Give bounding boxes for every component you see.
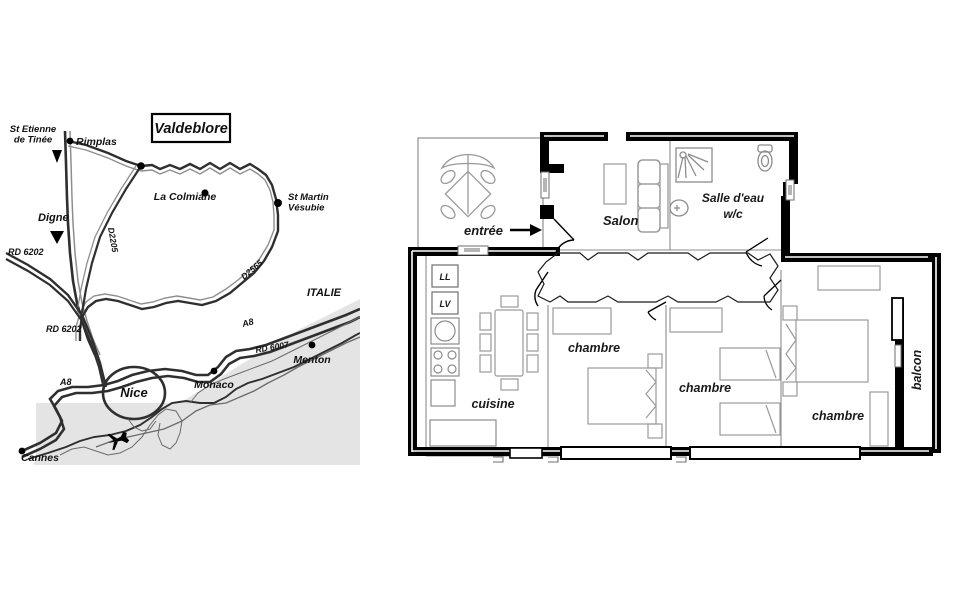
direction-arrow-icon <box>52 150 62 163</box>
room-label-chambre-3: chambre <box>812 409 864 423</box>
town-label-la-colmiane: La Colmiane <box>154 191 217 203</box>
shower-icon <box>675 147 713 183</box>
wall-windows <box>457 171 904 368</box>
hallway-outline <box>537 252 779 303</box>
dining-table-icon <box>479 295 539 391</box>
sofa-icon <box>637 159 669 233</box>
cooktop-icon <box>430 347 460 377</box>
access-map: Valdeblore St Etienne de Tinée Rimplas L… <box>0 103 360 465</box>
room-label-salle-eau-line1: Salle d'eau <box>702 191 765 205</box>
chambre1-furniture <box>552 307 663 439</box>
road-label-rd6202-upper: RD 6202 <box>8 247 44 257</box>
town-label-st-martin-line2: Vésubie <box>288 203 325 214</box>
kitchen-sink-icon <box>430 317 460 345</box>
town-label-st-etienne-line2: de Tinée <box>14 135 53 146</box>
road-label-d2565: D2565 <box>239 258 265 282</box>
airplane-icon <box>107 431 130 450</box>
map-roads <box>5 130 360 460</box>
entrance-marker: entrée <box>464 223 542 238</box>
road-label-rd6202-lower: RD 6202 <box>46 324 82 334</box>
chambre3-furniture <box>782 265 889 447</box>
town-label-rimplas: Rimplas <box>76 136 117 148</box>
parasol-table-icon <box>440 154 496 220</box>
door-swings <box>534 218 782 321</box>
road-label-a8-west: A8 <box>59 377 72 387</box>
entrance-arrow-icon <box>510 224 542 236</box>
road-label-d2205: D2205 <box>106 227 120 254</box>
direction-arrow-icon <box>50 231 64 244</box>
bottom-windows <box>493 446 861 463</box>
room-label-chambre-2: chambre <box>679 381 731 395</box>
appliance-label-lv: LV <box>439 299 451 309</box>
country-label-italie: ITALIE <box>307 287 342 299</box>
map-town-dots <box>18 137 316 455</box>
room-label-salon: Salon <box>603 213 638 228</box>
valdeblore-highlight-box: Valdeblore <box>150 112 232 144</box>
kitchen-appliances: LL LV <box>431 264 459 315</box>
toilet-icon <box>757 144 773 172</box>
access-map-svg: Valdeblore St Etienne de Tinée Rimplas L… <box>5 112 360 465</box>
town-label-digne: Digne <box>38 212 69 224</box>
chambre2-furniture <box>669 307 781 436</box>
road-label-a8-east: A8 <box>240 316 255 329</box>
town-label-cannes: Cannes <box>21 452 59 464</box>
entrance-label: entrée <box>464 223 503 238</box>
town-label-monaco: Monaco <box>194 379 234 391</box>
town-label-menton: Menton <box>293 354 330 366</box>
apartment-floor-plan: LL LV <box>398 120 943 475</box>
map-background <box>34 299 360 465</box>
room-label-salle-eau-line2: w/c <box>723 207 743 221</box>
room-label-balcon: balcon <box>910 350 924 391</box>
tv-unit-icon <box>603 163 627 205</box>
kitchen-counter-icon <box>429 379 497 447</box>
appliance-label-ll: LL <box>440 272 451 282</box>
town-label-nice: Nice <box>120 385 147 400</box>
room-label-chambre-1: chambre <box>568 341 620 355</box>
floor-plan-svg: LL LV <box>408 132 941 463</box>
town-label-st-etienne-line1: St Etienne <box>10 124 57 135</box>
room-label-cuisine: cuisine <box>471 397 514 411</box>
valdeblore-label: Valdeblore <box>154 121 228 137</box>
sink-icon <box>669 199 689 217</box>
town-label-st-martin-line1: St Martin <box>288 192 329 203</box>
